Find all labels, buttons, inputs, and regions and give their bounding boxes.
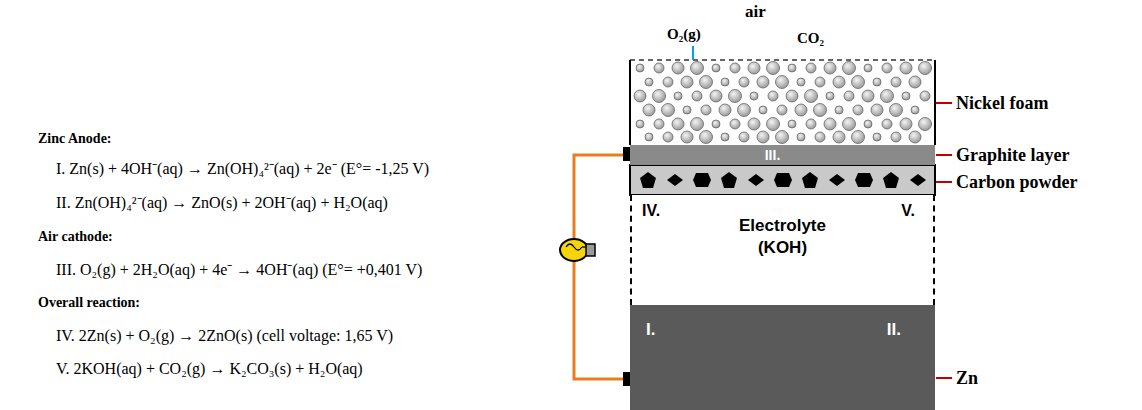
callout-number: III.	[765, 146, 781, 164]
electrolyte-region: IV. V. Electrolyte (KOH)	[630, 195, 935, 305]
foam-bubbles	[634, 62, 932, 144]
carbon-particles	[640, 172, 926, 188]
reaction-equation: II. Zn(OH)₄²⁻(aq) → ZnO(s) + 2OH⁻(aq) + …	[56, 194, 388, 212]
zinc-anode: I. II.	[630, 305, 935, 410]
callout-number: IV.	[642, 201, 660, 222]
gas-label: CO₂	[797, 30, 824, 47]
section-heading: Air cathode:	[38, 229, 113, 245]
section-heading: Zinc Anode:	[38, 131, 112, 147]
electrolyte-label: Electrolyte (KOH)	[723, 215, 843, 259]
callout-number: V.	[901, 201, 915, 222]
light-bulb	[560, 239, 595, 261]
carbon-powder	[630, 165, 935, 195]
callout-number: I.	[646, 319, 655, 341]
reaction-equation: III. O₂(g) + 2H₂O(aq) + 4e⁻ → 4OH⁻(aq) (…	[56, 261, 422, 279]
reaction-equation: I. Zn(s) + 4OH⁻(aq) → Zn(OH)₄²⁻(aq) + 2e…	[56, 160, 429, 178]
nickel-foam	[630, 60, 935, 145]
foam-side	[934, 60, 936, 145]
part-name: Nickel foam	[956, 93, 1048, 114]
foam-side	[629, 60, 631, 145]
reaction-equation: V. 2KOH(aq) + CO₂(g) → K₂CO₃(s) + H₂O(aq…	[56, 360, 363, 378]
foam-top-edge	[630, 59, 935, 61]
reaction-equation: IV. 2Zn(s) + O₂(g) → 2ZnO(s) (cell volta…	[56, 327, 393, 345]
part-name: Zn	[956, 368, 978, 389]
gas-label: O₂(g)	[667, 26, 701, 43]
leader-lines	[936, 103, 952, 378]
callout-number: II.	[887, 319, 901, 341]
part-name: Graphite layer	[956, 145, 1069, 166]
oxygen-line	[692, 46, 694, 60]
graphite-layer: III.	[630, 145, 935, 165]
part-name: Carbon powder	[956, 172, 1078, 193]
section-heading: Overall reaction:	[38, 295, 140, 311]
wire	[574, 155, 623, 379]
air-label: air	[745, 2, 766, 22]
